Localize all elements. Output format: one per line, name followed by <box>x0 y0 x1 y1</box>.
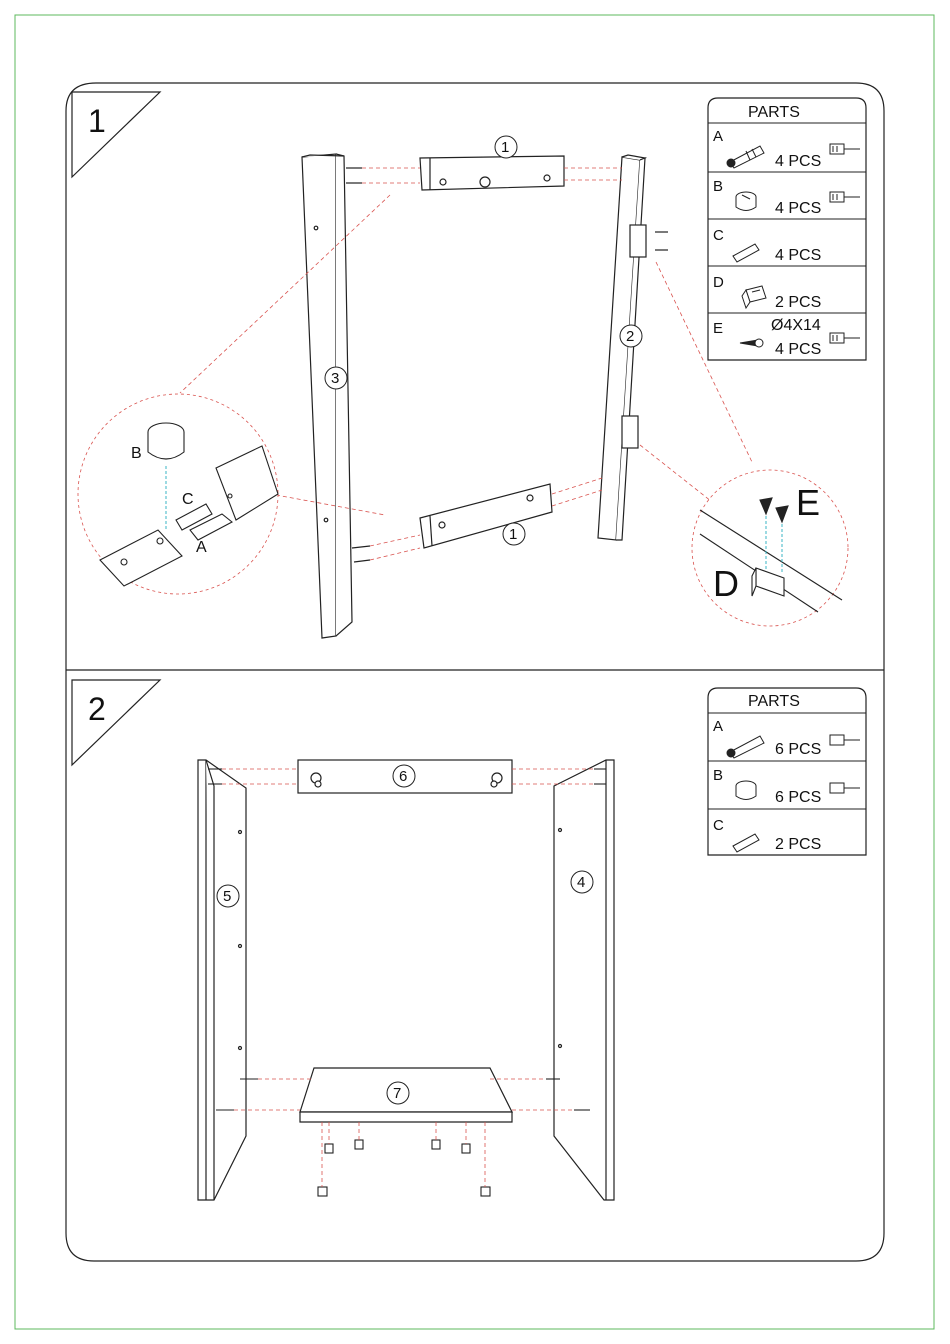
wooden-dowel-icon <box>733 834 759 852</box>
part-d-qty: 2 PCS <box>775 294 821 311</box>
parts-title: PARTS <box>748 104 800 121</box>
detail-label-a: A <box>196 539 207 556</box>
screwdriver-icon <box>830 783 860 793</box>
part-a-letter: A <box>713 128 723 145</box>
step-2-badge: 2 <box>72 680 160 765</box>
alignment-guides-step-2 <box>222 769 594 1187</box>
hinge-bracket-icon <box>742 286 766 308</box>
left-post-part-3 <box>302 154 370 638</box>
part-e-spec: Ø4X14 <box>771 317 821 334</box>
callout-right-panel-4: 4 <box>571 871 593 893</box>
cam-lock-icon <box>736 781 756 800</box>
cam-lock-icon <box>736 192 756 211</box>
callout-bottom-rail: 1 <box>503 523 525 545</box>
callout-right-post: 2 <box>620 325 642 347</box>
svg-text:6: 6 <box>399 768 407 785</box>
screwdriver-icon <box>830 735 860 745</box>
wooden-dowel-icon <box>733 244 759 262</box>
svg-text:2: 2 <box>626 328 634 345</box>
part-b-letter: B <box>713 767 723 784</box>
part-e-letter: E <box>713 320 723 337</box>
svg-text:7: 7 <box>393 1085 401 1102</box>
top-rail-part-1 <box>420 156 564 190</box>
cam-bolt-icon <box>727 736 764 758</box>
step-1-number: 1 <box>88 103 106 139</box>
detail-label-d: D <box>713 563 739 604</box>
detail-label-c: C <box>182 491 194 508</box>
screwdriver-icon <box>830 144 860 154</box>
svg-text:4: 4 <box>577 874 585 891</box>
part-b-qty: 4 PCS <box>775 200 821 217</box>
part-a-qty: 4 PCS <box>775 153 821 170</box>
panel-dowels <box>208 769 606 1110</box>
part-c-letter: C <box>713 817 724 834</box>
cam-bolt-icon <box>727 146 764 168</box>
step-2-number: 2 <box>88 691 106 727</box>
detail-view-hinge-bracket: E D <box>692 470 848 626</box>
step-1-parts-table: PARTS A 4 PCS B 4 PCS <box>708 98 866 360</box>
bottom-rail-part-1 <box>420 484 552 548</box>
svg-text:1: 1 <box>501 139 509 156</box>
part-a-letter: A <box>713 718 723 735</box>
part-c-qty: 2 PCS <box>775 836 821 853</box>
part-d-letter: D <box>713 274 724 291</box>
detail-label-e: E <box>796 482 820 523</box>
callout-left-panel-5: 5 <box>217 885 239 907</box>
callout-top-rail-6: 6 <box>393 765 415 787</box>
part-a-qty: 6 PCS <box>775 741 821 758</box>
left-panel-part-5 <box>198 760 246 1200</box>
right-panel-part-4 <box>554 760 614 1200</box>
part-b-qty: 6 PCS <box>775 789 821 806</box>
screw-icon <box>740 339 763 347</box>
part-e-qty: 4 PCS <box>775 341 821 358</box>
detail-view-cam-fitting: B C A <box>78 394 278 594</box>
screwdriver-icon <box>830 333 860 343</box>
leveling-feet <box>318 1140 490 1196</box>
detail-label-b: B <box>131 445 142 462</box>
callout-shelf-7: 7 <box>387 1082 409 1104</box>
right-post-part-2 <box>598 155 668 540</box>
part-c-qty: 4 PCS <box>775 247 821 264</box>
callout-left-post: 3 <box>325 367 347 389</box>
svg-text:5: 5 <box>223 888 231 905</box>
screwdriver-icon <box>830 192 860 202</box>
part-c-letter: C <box>713 227 724 244</box>
svg-text:1: 1 <box>509 526 517 543</box>
step-1-badge: 1 <box>72 92 160 177</box>
step-2-parts-table: PARTS A 6 PCS B 6 PCS C 2 PCS <box>708 688 866 855</box>
svg-text:3: 3 <box>331 370 339 387</box>
callout-top-rail: 1 <box>495 136 517 158</box>
parts-title: PARTS <box>748 693 800 710</box>
part-b-letter: B <box>713 178 723 195</box>
